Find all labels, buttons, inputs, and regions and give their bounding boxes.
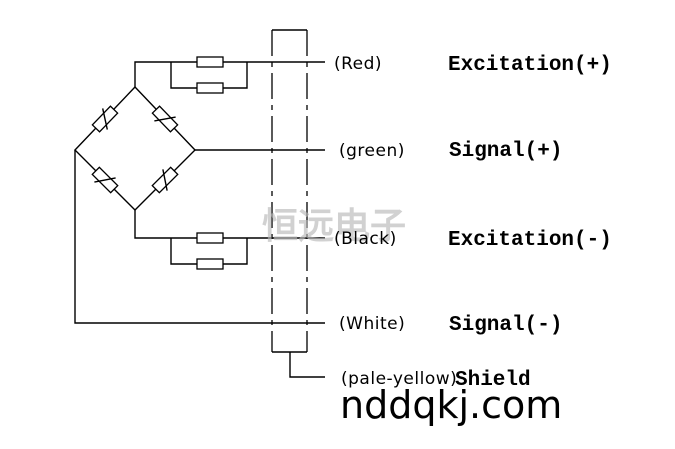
website-label: nddqkj.com [340, 383, 562, 427]
comp-resistor-bottom-1 [196, 232, 224, 244]
wire-white [74, 150, 325, 324]
bridge-diamond [74, 86, 196, 211]
comp-resistor-bottom-2 [196, 258, 224, 270]
signal-label-signal-plus: Signal(+) [449, 140, 562, 163]
signal-label-excitation-minus: Excitation(-) [448, 229, 612, 252]
wire-shield [289, 352, 325, 378]
color-label-pale-yellow: (pale-yellow) [341, 369, 457, 389]
strain-gauge-bottom-right [151, 166, 179, 194]
color-label-white: (White) [339, 314, 405, 334]
color-label-black: (Black) [334, 229, 397, 249]
comp-resistor-top-2 [196, 82, 224, 94]
comp-resistor-top-1 [196, 56, 224, 68]
strain-gauge-bottom-left [91, 166, 119, 194]
watermark: 恒远电子 [262, 205, 406, 247]
signal-label-excitation-plus: Excitation(+) [448, 54, 612, 77]
strain-gauge-top-left [91, 105, 119, 133]
strain-gauge-top-right [151, 105, 179, 133]
color-label-red: (Red) [334, 54, 382, 74]
wire-red [134, 61, 325, 87]
wire-black [134, 210, 325, 239]
signal-label-signal-minus: Signal(-) [449, 314, 562, 337]
color-label-green: (green) [339, 141, 405, 161]
signal-label-shield: Shield [455, 369, 531, 392]
